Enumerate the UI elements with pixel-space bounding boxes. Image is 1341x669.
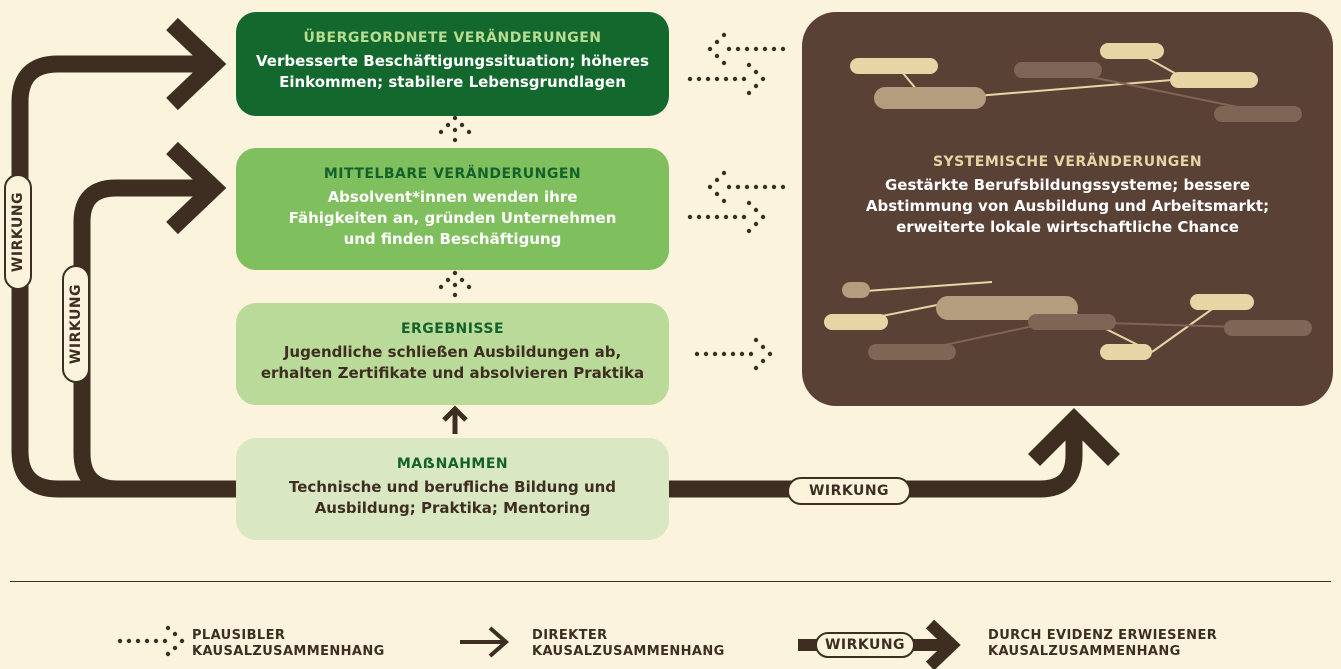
measures-description: Technische und berufliche Bildung und Au… (288, 478, 617, 517)
results-box: ERGEBNISSE Jugendliche schließen Ausbild… (236, 303, 669, 405)
legend-plausible-label: PLAUSIBLER KAUSALZUSAMMENHANG (192, 628, 385, 659)
systemic-changes-box (802, 12, 1333, 406)
plausible-arrow-results-system (694, 337, 773, 371)
impact-tag-outer: WIRKUNG (4, 174, 32, 290)
impact-path-outer (11, 55, 236, 498)
legend-plausible-icon (117, 625, 185, 657)
impact-tag-inner-label: WIRKUNG (68, 283, 84, 365)
impact-arrow-head-system (1027, 407, 1121, 467)
plausible-arrows-top (687, 32, 786, 96)
intermediate-changes-heading: MITTELBARE VERÄNDERUNGEN (323, 166, 582, 182)
impact-arrow-head-middle (166, 141, 227, 235)
intermediate-changes-box: MITTELBARE VERÄNDERUNGEN Absolvent*innen… (236, 148, 669, 270)
impact-path-bottom (669, 428, 1083, 498)
systemic-network-graphic (824, 43, 1312, 360)
impact-arrow-head-top (166, 17, 227, 111)
overarching-changes-box: ÜBERGEORDNETE VERÄNDERUNGEN Verbesserte … (236, 12, 669, 116)
systemic-changes-heading: SYSTEMISCHE VERÄNDERUNGEN (932, 154, 1203, 170)
legend-impact-tag: WIRKUNG (815, 632, 915, 658)
legend-direct-icon (460, 626, 510, 658)
legend-divider (10, 581, 1331, 582)
systemic-changes-text: SYSTEMISCHE VERÄNDERUNGEN Gestärkte Beru… (802, 154, 1333, 238)
impact-tag-inner: WIRKUNG (62, 265, 90, 383)
results-description: Jugendliche schließen Ausbildungen ab, e… (260, 343, 645, 382)
direct-arrow-head (442, 405, 468, 422)
impact-tag-outer-label: WIRKUNG (10, 191, 26, 273)
plausible-arrow-results-intermediate (438, 270, 472, 298)
systemic-changes-description: Gestärkte Berufsbildungssysteme; bessere… (865, 176, 1270, 236)
overarching-changes-heading: ÜBERGEORDNETE VERÄNDERUNGEN (303, 30, 602, 46)
legend-evidence-label: DURCH EVIDENZ ERWIESENER KAUSALZUSAMMENH… (988, 628, 1218, 659)
impact-path-inner (73, 179, 236, 498)
measures-box: MAẞNAHMEN Technische und berufliche Bild… (236, 438, 669, 540)
intermediate-changes-description: Absolvent*innen wenden ihre Fähigkeiten … (288, 188, 617, 248)
results-heading: ERGEBNISSE (400, 321, 505, 337)
plausible-arrows-middle (687, 170, 786, 234)
measures-heading: MAẞNAHMEN (396, 456, 509, 472)
plausible-arrow-intermediate-overarching (438, 115, 472, 143)
impact-tag-bottom-label: WIRKUNG (808, 483, 890, 499)
overarching-changes-description: Verbesserte Beschäftigungssituation; höh… (256, 52, 649, 91)
impact-tag-bottom: WIRKUNG (787, 477, 911, 505)
legend-impact-tag-label: WIRKUNG (824, 637, 906, 653)
legend-direct-label: DIREKTER KAUSALZUSAMMENHANG (532, 628, 725, 659)
